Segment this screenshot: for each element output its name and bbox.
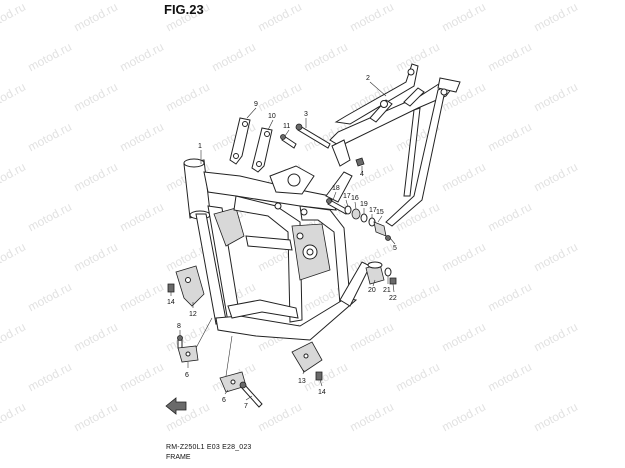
nut-4 — [355, 157, 365, 167]
guard-13 — [291, 341, 323, 373]
bolt-22 — [389, 277, 397, 285]
callout-16: 16 — [351, 195, 359, 202]
diagram-code: RM-Z250L1 E03 E28_023 — [166, 444, 252, 451]
main-frame — [183, 158, 371, 341]
engine-mount-bracket-9 — [229, 117, 251, 165]
callout-18: 18 — [332, 185, 340, 192]
callout-7: 7 — [244, 403, 248, 410]
engine-mount-bracket-10 — [251, 127, 273, 173]
callout-17-a: 17 — [343, 193, 351, 200]
collar-15 — [373, 221, 391, 241]
bolt-18 — [326, 198, 349, 215]
callout-1: 1 — [198, 143, 202, 150]
guard-12 — [175, 265, 205, 307]
callout-17-b: 17 — [369, 207, 377, 214]
callout-5: 5 — [393, 245, 397, 252]
callout-numbers: 1 2 3 4 5 6 6 7 8 9 10 11 12 13 14 14 15… — [167, 75, 397, 410]
callout-8: 8 — [177, 323, 181, 330]
callout-6-bottom: 6 — [222, 397, 226, 404]
front-direction-arrow-icon — [165, 397, 187, 415]
callout-6-left: 6 — [185, 372, 189, 379]
callout-2: 2 — [366, 75, 370, 82]
washer-set — [344, 205, 376, 227]
callout-22: 22 — [389, 295, 397, 302]
callout-3: 3 — [304, 111, 308, 118]
callout-4: 4 — [360, 171, 364, 178]
callout-14-left: 14 — [167, 299, 175, 306]
callout-13: 13 — [298, 378, 306, 385]
washer-21 — [384, 267, 392, 277]
callout-15: 15 — [376, 209, 384, 216]
leader-lines — [170, 81, 396, 401]
callout-9: 9 — [254, 101, 258, 108]
callout-11: 11 — [283, 123, 290, 130]
bolt-8 — [177, 335, 183, 349]
screw-14-left — [167, 283, 175, 293]
bolt-3 — [295, 123, 331, 149]
bolt-11 — [280, 134, 297, 149]
bracket-6-left — [177, 345, 199, 363]
callout-12: 12 — [189, 311, 197, 318]
callout-21: 21 — [383, 287, 391, 294]
callout-20: 20 — [368, 287, 376, 294]
callout-14-right: 14 — [318, 389, 326, 396]
figure-title: FIG.23 — [164, 2, 204, 17]
diagram-caption: FRAME — [166, 454, 191, 461]
callout-10: 10 — [268, 113, 276, 120]
screw-14-right — [315, 371, 323, 381]
rear-subframe — [329, 63, 461, 227]
callout-19: 19 — [360, 201, 368, 208]
bushing-20 — [365, 261, 385, 285]
bolt-7 — [239, 381, 263, 408]
